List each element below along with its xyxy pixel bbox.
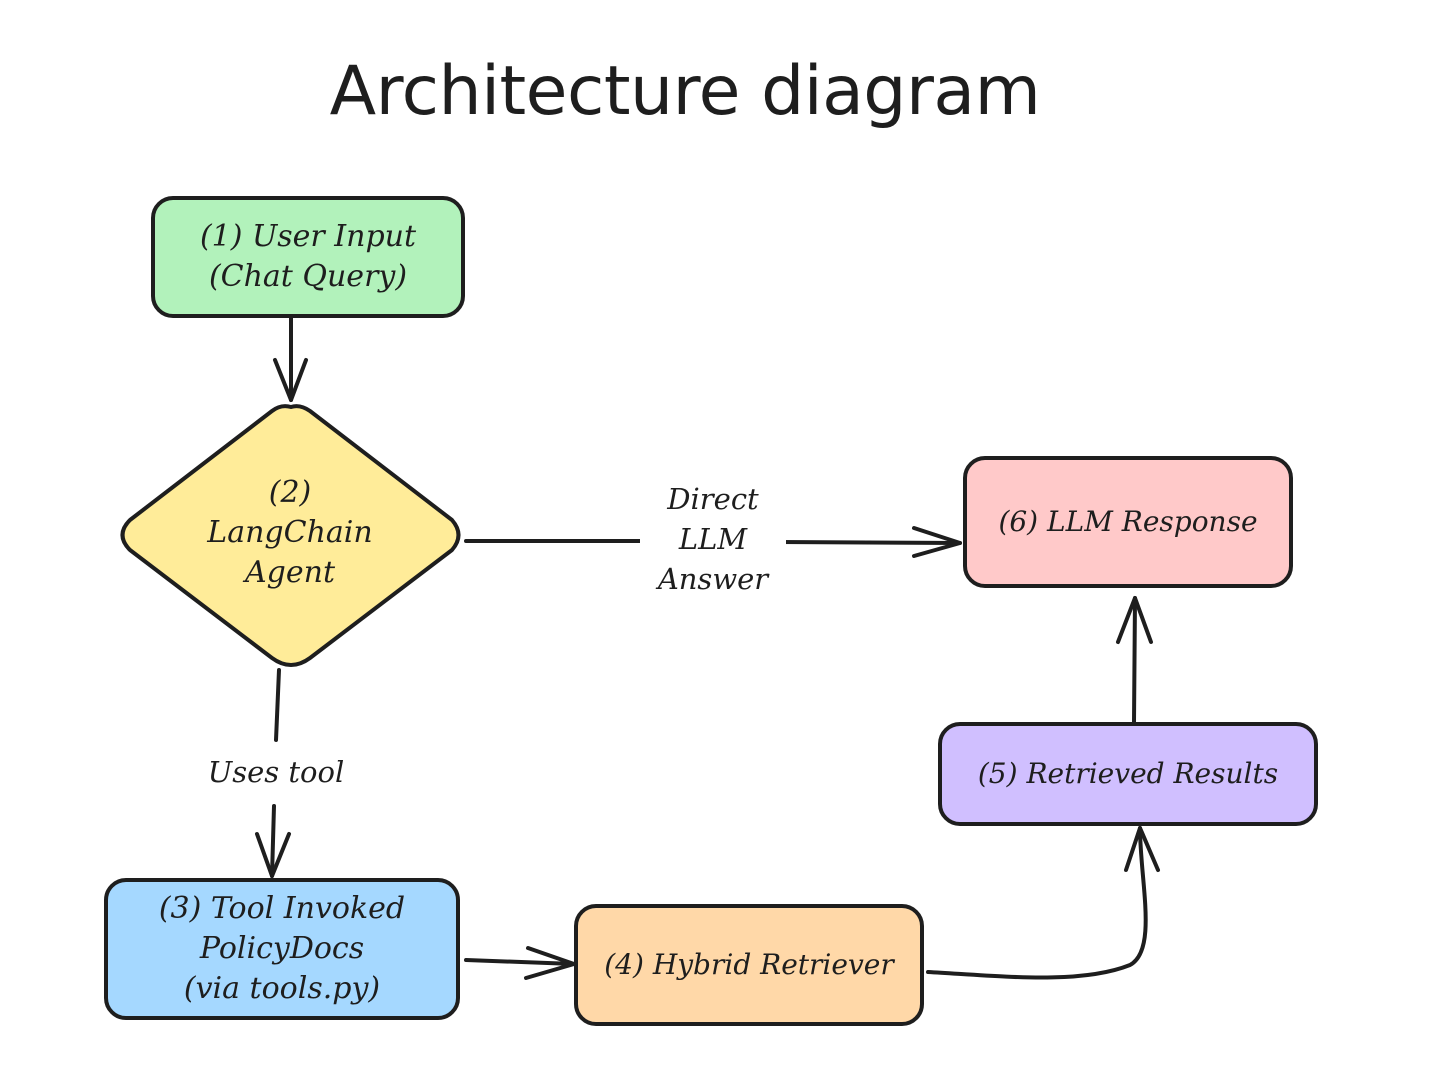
node-retrieved-results: (5) Retrieved Results <box>938 722 1318 826</box>
arrow-results-to-response <box>1132 596 1137 724</box>
node-user-input: (1) User Input (Chat Query) <box>151 196 465 318</box>
arrow-retriever-to-results <box>926 826 1148 980</box>
arrowhead-user-to-agent <box>273 358 308 402</box>
node-langchain-agent: (2) LangChain Agent <box>207 475 373 590</box>
arrowhead-agent-to-response <box>912 526 962 558</box>
diagram-title: Architecture diagram <box>329 52 1041 131</box>
agent-diamond <box>120 404 461 667</box>
node-llm-response: (6) LLM Response <box>963 456 1293 588</box>
arrowhead-agent-to-tool <box>255 832 291 878</box>
arrowhead-retriever-to-results <box>1124 826 1160 872</box>
node-hybrid-retriever: (4) Hybrid Retriever <box>574 904 924 1026</box>
arrow-agent-to-response-b <box>776 540 962 545</box>
arrow-agent-to-tool-b <box>270 804 276 878</box>
edge-label-uses-tool: Uses tool <box>186 752 366 792</box>
node-tool-invoked: (3) Tool Invoked PolicyDocs (via tools.p… <box>104 878 460 1020</box>
arrow-agent-to-tool-a <box>274 668 281 742</box>
arrowhead-results-to-response <box>1116 596 1153 644</box>
arrow-tool-to-retriever <box>464 958 576 966</box>
edge-label-direct-answer: Direct LLM Answer <box>640 479 786 599</box>
